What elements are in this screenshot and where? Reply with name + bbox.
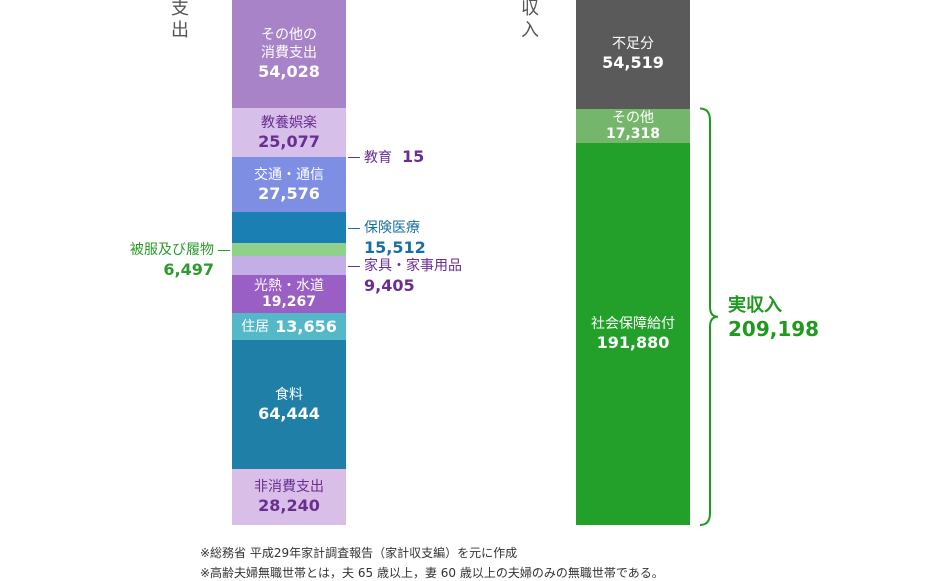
segment-label: 交通・通信 [254,166,324,183]
segment-value: 64,444 [258,403,320,423]
segment-value: 13,656 [275,316,337,336]
segment-label: 住居 [241,318,270,335]
segment-value: 28,240 [258,495,320,515]
segment-value: 27,576 [258,183,320,203]
segment-label: その他の消費支出 [261,26,317,61]
segment-label: 食料 [275,386,303,403]
expense-heading: 支出 [171,0,189,41]
callout-label: 教育 [364,150,392,167]
segment-value: 25,077 [258,131,320,151]
expense-segment-保険医療 [232,212,346,244]
callout-value: 9,405 [364,275,415,295]
segment-label: 光熱・水道 [254,278,324,295]
expense-segment-住居: 住居 13,656 [232,313,346,341]
segment-value: 19,267 [261,294,317,311]
segment-value: 54,519 [602,53,664,73]
brace-path [699,107,719,526]
segment-label: 不足分 [612,36,654,53]
callout-line-被服及び履物 [218,249,230,251]
segment-label: 社会保障給付 [591,315,675,332]
callout-line-教育 [348,157,360,159]
definition-note: ※高齢夫婦無職世帯とは，夫 65 歳以上，妻 60 歳以上の夫婦のみの無職世帯で… [200,566,664,580]
source-note: ※総務省 平成29年家計調査報告（家計収支編）を元に作成 [200,546,518,560]
callout-label: 家具・家事用品 [364,257,462,274]
callout-value: 6,497 [163,259,214,279]
real-income-label: 実収入 209,198 [728,294,820,341]
segment-label: その他 [612,109,654,126]
callout-value: 15 [402,147,425,167]
segment-label: 教養娯楽 [261,114,317,131]
callout-value: 15,512 [364,237,426,257]
callout-line-家具家事用品 [348,265,360,267]
segment-value: 17,318 [605,125,661,142]
expense-segment-被服及び履物 [232,243,346,257]
expense-segment-家具家事用品 [232,256,346,275]
segment-value: 191,880 [596,332,670,352]
callout-教育: 教育 15 [364,147,424,168]
segment-label: 非消費支出 [254,478,324,495]
segment-value: 54,028 [258,61,320,81]
callout-label: 被服及び履物 [130,241,214,258]
callout-line-保険医療 [348,227,360,229]
callout-label: 保険医療 [364,219,420,236]
income-heading: 収入 [521,0,539,41]
